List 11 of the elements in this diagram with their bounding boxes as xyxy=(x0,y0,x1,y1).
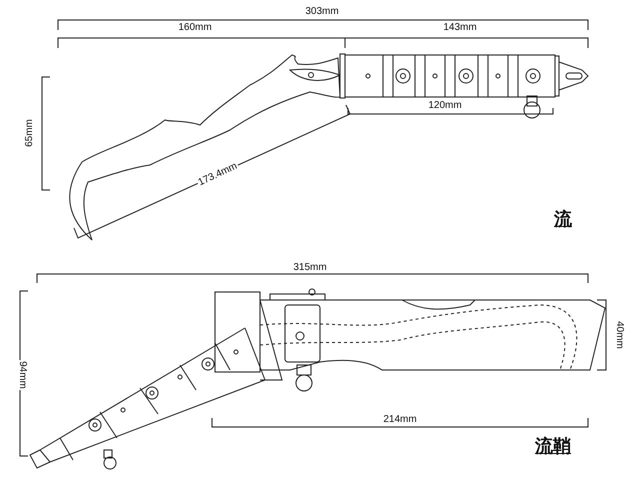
dimension-label: 120mm xyxy=(427,101,463,111)
part-title: 流鞘 xyxy=(534,438,572,456)
dimension-label: 303mm xyxy=(304,7,340,17)
dimension-label: 40mm xyxy=(614,320,624,350)
dimension-label: 143mm xyxy=(442,23,478,33)
part-title: 流 xyxy=(553,211,573,229)
dimension-label: 315mm xyxy=(292,263,328,273)
dimension-label: 65mm xyxy=(25,118,35,148)
dimension-label: 160mm xyxy=(177,23,213,33)
dimension-label: 214mm xyxy=(382,415,418,425)
dimension-label: 94mm xyxy=(17,360,27,390)
